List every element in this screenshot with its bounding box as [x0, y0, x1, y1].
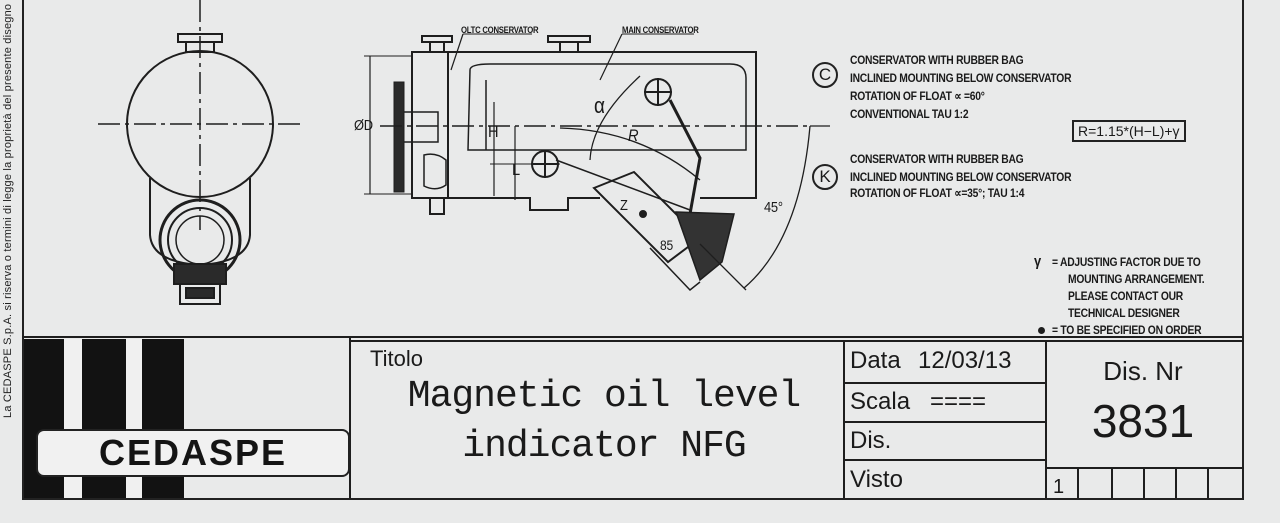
gamma-symbol: γ	[1034, 253, 1041, 270]
sheet-number: 1	[1053, 476, 1065, 498]
logo-text: CEDASPE	[98, 432, 288, 473]
scala-label: Scala	[850, 388, 911, 415]
drawing-number: 3831	[1091, 395, 1195, 447]
note-c-marker: C	[812, 62, 838, 88]
angle-45-label: 45°	[764, 199, 783, 216]
note-k-line-2: INCLINED MOUNTING BELOW CONSERVATOR	[850, 170, 1072, 184]
front-view	[98, 0, 302, 305]
r-label: R	[628, 126, 639, 145]
main-conservator-label: MAIN CONSERVATOR	[622, 25, 699, 35]
drawing-title: Magnetic oil level indicator NFG	[370, 372, 838, 472]
data-label: Data	[850, 347, 901, 374]
note-c-line-4: CONVENTIONAL TAU 1:2	[850, 107, 969, 121]
note-k-marker: K	[812, 164, 838, 190]
z-label: Z	[620, 197, 628, 214]
formula-box: R=1.15*(H−L)+γ	[1072, 120, 1186, 142]
titolo-label: Titolo	[370, 346, 423, 371]
oltc-label: OLTC CONSERVATOR	[461, 25, 539, 35]
dim-85-label: 85	[660, 237, 673, 253]
title-line-2: indicator NFG	[462, 425, 746, 468]
legend-line-3: PLEASE CONTACT OUR	[1068, 289, 1183, 303]
diameter-label: ØD	[354, 117, 373, 134]
dot-marker	[1038, 327, 1045, 334]
dis-label: Dis.	[850, 427, 892, 454]
legend-line-1: = ADJUSTING FACTOR DUE TO	[1052, 255, 1201, 269]
note-c-line-2: INCLINED MOUNTING BELOW CONSERVATOR	[850, 71, 1072, 85]
drawing-frame	[22, 0, 1244, 500]
legend-line-2: MOUNTING ARRANGEMENT.	[1068, 272, 1205, 286]
title-block-grid	[22, 336, 1244, 498]
l-label: L	[512, 160, 520, 179]
note-k-line-1: CONSERVATOR WITH RUBBER BAG	[850, 152, 1024, 166]
h-label: H	[488, 122, 499, 141]
scala-value: ====	[930, 388, 987, 415]
data-value: 12/03/13	[918, 347, 1012, 374]
dis-nr-label: Dis. Nr	[1103, 356, 1183, 386]
legend-line-4: TECHNICAL DESIGNER	[1068, 306, 1180, 320]
note-k-line-3: ROTATION OF FLOAT ∝=35°; TAU 1:4	[850, 186, 1025, 200]
company-logo: CEDASPE	[36, 429, 350, 477]
legend-dot-line: = TO BE SPECIFIED ON ORDER	[1052, 323, 1202, 337]
note-c-line-1: CONSERVATOR WITH RUBBER BAG	[850, 53, 1024, 67]
visto-label: Visto	[850, 466, 903, 493]
section-view	[364, 33, 830, 292]
note-c-line-3: ROTATION OF FLOAT ∝ =60°	[850, 89, 985, 103]
alpha-label: α	[594, 93, 605, 118]
title-line-1: Magnetic oil level	[407, 375, 801, 418]
